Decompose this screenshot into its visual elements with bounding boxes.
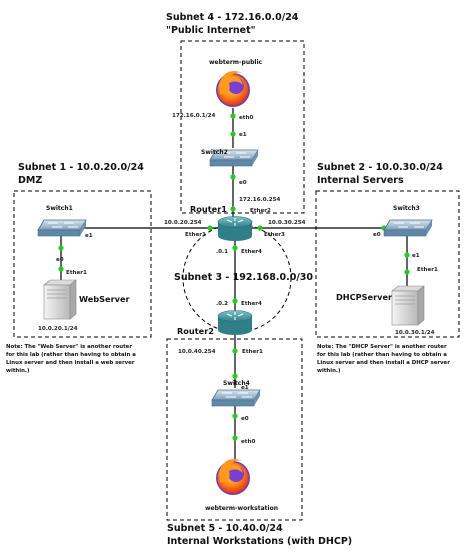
switch-icon[interactable] [37,219,87,237]
device-name-webterm-workstation: webterm-workstation [205,505,278,512]
label-router1-ether1: Ether1 [185,232,206,238]
label-router2-ether1-ip: 10.0.40.254 [178,349,216,355]
label-switch2-e0: e0 [239,180,247,186]
label-switch3-e1: e1 [412,253,420,259]
firefox-icon[interactable] [216,459,250,495]
port-dot [404,269,410,275]
label-switch2-e1: e1 [239,132,247,138]
device-name-dhcpserver: DHCPServer [336,292,393,302]
subnet-4-subtitle: "Public Internet" [166,25,256,36]
device-name-switch3: Switch3 [393,205,420,212]
port-dot [232,348,238,354]
switch-icon[interactable] [209,149,259,167]
label-router2-ether4: Ether4 [241,301,262,307]
subnet-1-subtitle: DMZ [18,175,42,186]
port-dot [58,245,64,251]
port-dots [58,113,410,441]
port-dot [257,225,263,231]
subnet-5-title: Subnet 5 - 10.40.0/24 [167,523,283,534]
label-router1-ether2: Ether2 [250,208,271,214]
note-dhcpserver-line: Note: The "DHCP Server" is another route… [317,344,447,350]
port-dot [230,174,236,180]
label-dhcpserver-ip: 10.0.30.1/24 [395,330,435,336]
device-name-switch2: Switch2 [201,149,228,156]
label-webserver-ether1: Ether1 [66,270,87,276]
port-dot [230,131,236,137]
label-switch4-e1: e1 [241,385,249,391]
label-router1-ether3: Ether3 [264,232,285,238]
port-dot [207,225,213,231]
label-router1-ether4: Ether4 [241,249,262,255]
switch-icon[interactable] [211,389,261,407]
port-dot [230,206,236,212]
subnet-5-box [166,338,303,521]
port-dot [232,245,238,251]
router-icon[interactable] [217,216,253,242]
label-webterm-workstation-eth0: eth0 [241,439,255,445]
note-webserver-line: within.) [6,368,29,374]
note-dhcpserver-line: within.) [317,368,340,374]
label-router1-ether3-ip: 10.0.30.254 [268,220,306,226]
label-switch4-e0: e0 [241,416,249,422]
port-dot [404,252,410,258]
label-router2-ether1: Ether1 [242,349,263,355]
device-name-webterm-public: webterm-public [209,59,263,66]
label-dhcpserver-ether1: Ether1 [417,267,438,273]
port-dot [232,373,238,379]
device-name-router1: Router1 [190,204,227,214]
port-dot [58,266,64,272]
server-icon[interactable] [43,279,77,320]
device-name-router2: Router2 [177,326,214,336]
router-icon[interactable] [217,310,253,336]
subnet-4-title: Subnet 4 - 172.16.0.0/24 [166,12,299,23]
subnet-2-subtitle: Internal Servers [317,175,404,186]
device-name-switch4: Switch4 [223,380,250,387]
subnet-2-title: Subnet 2 - 10.0.30.0/24 [317,162,443,173]
port-dot [232,435,238,441]
label-webterm-public-eth0: eth0 [239,115,253,121]
port-dot [232,298,238,304]
label-router1-ether2-ip: 172.16.0.254 [239,197,281,203]
subnet-1-box [13,190,152,338]
label-switch3-e0: e0 [373,232,381,238]
server-icon[interactable] [391,285,425,326]
subnet-5-subtitle: Internal Workstations (with DHCP) [167,536,352,547]
switch-icon[interactable] [383,219,433,237]
port-dot [232,413,238,419]
subnet-1-title: Subnet 1 - 10.0.20.0/24 [18,162,144,173]
note-dhcpserver-line: for this lab (rather than having to obta… [317,352,447,358]
subnet-4-box [180,40,305,214]
note-dhcpserver-line: Linux server and then install a DHCP ser… [317,360,450,366]
label-router2-dot2: .0.2 [216,301,228,307]
note-webserver-line: for this lab (rather than having to obta… [6,352,136,358]
label-router1-dot1: .0.1 [216,249,228,255]
label-switch1-e1: e1 [85,233,93,239]
label-router1-ether1-ip: 10.0.20.254 [164,220,202,226]
note-webserver-line: Note: The "Web Server" is another router [6,344,132,350]
subnet-2-box [315,190,460,338]
device-name-webserver: WebServer [79,294,131,304]
subnet-3-title: Subnet 3 - 192.168.0.0/30 [174,272,313,283]
port-dot [230,113,236,119]
device-name-switch1: Switch1 [46,205,73,212]
note-webserver-line: Linux server and then install a web serv… [6,360,135,366]
firefox-icon[interactable] [216,71,250,107]
label-switch1-e0: e0 [56,257,64,263]
label-webterm-public-ip: 172.16.0.1/24 [172,113,216,119]
label-webserver-ip: 10.0.20.1/24 [38,326,78,332]
